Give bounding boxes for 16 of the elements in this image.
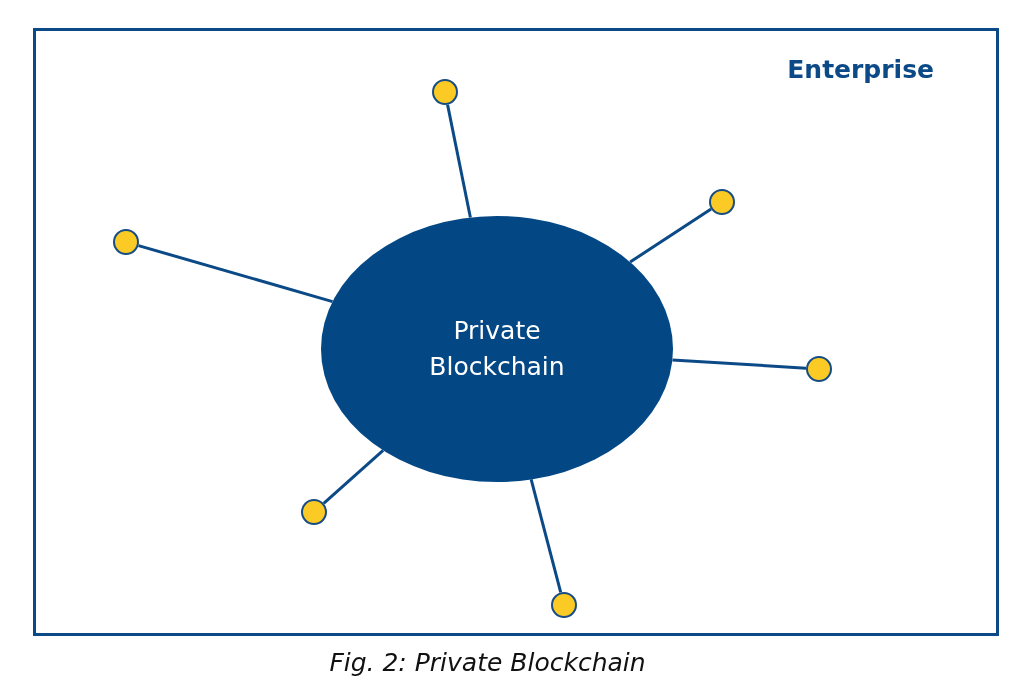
enterprise-frame [33, 28, 999, 636]
node-circle [551, 592, 577, 618]
node-circle [709, 189, 735, 215]
connector-line [529, 479, 563, 593]
node-circle [432, 79, 458, 105]
figure-caption: Fig. 2: Private Blockchain [328, 648, 647, 677]
connector-line [672, 358, 807, 370]
frame-title: Enterprise [787, 55, 934, 84]
node-circle [806, 356, 832, 382]
connector-line [138, 244, 333, 304]
node-label: Private Blockchain [428, 314, 566, 383]
node-circle [113, 229, 139, 255]
connector-line [322, 449, 385, 505]
node-circle [301, 499, 327, 525]
connector-line [446, 104, 472, 218]
connector-line [629, 207, 712, 264]
